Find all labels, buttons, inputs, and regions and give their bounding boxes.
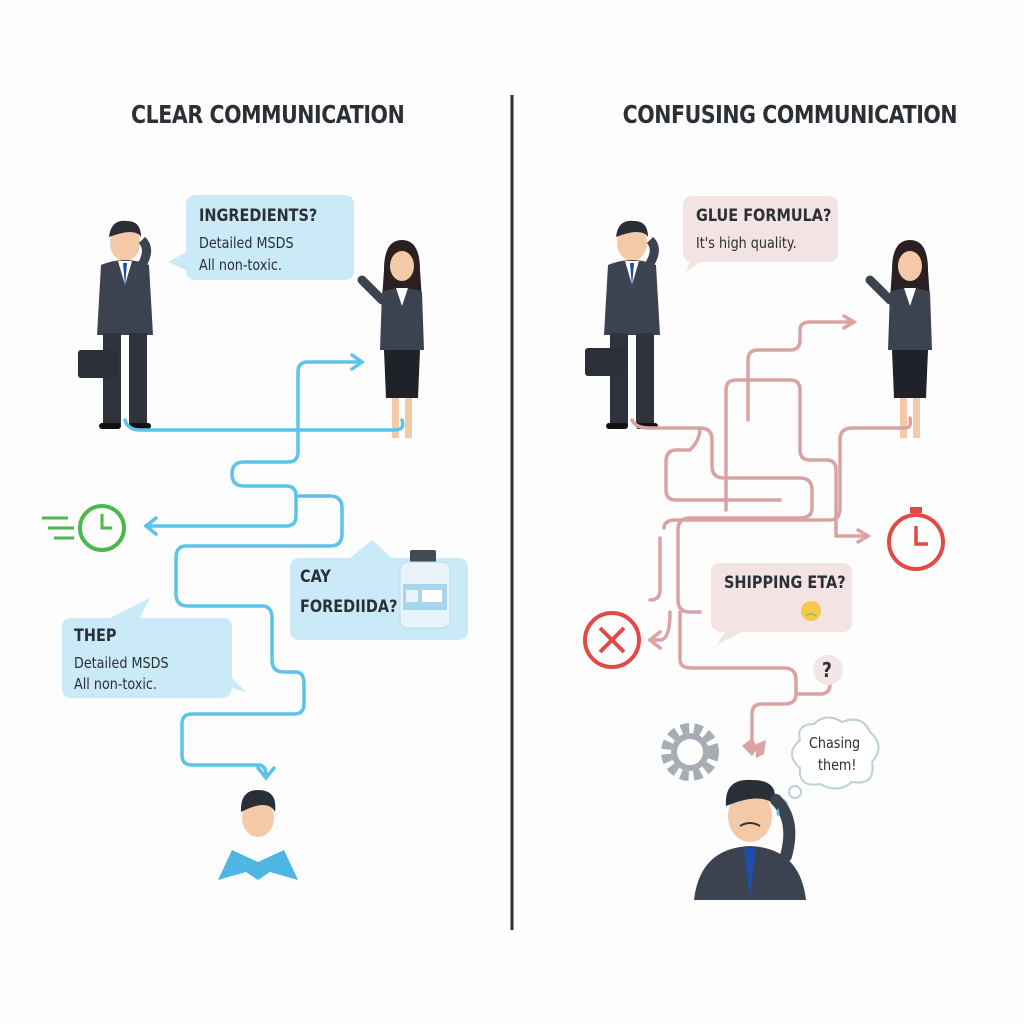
broken-heart-icon (742, 738, 766, 758)
right-businesswoman (870, 240, 932, 438)
green-clock-icon (42, 504, 126, 552)
right-bubble-top-line1: It's high quality. (696, 234, 797, 252)
stressed-businessman (694, 779, 806, 900)
left-businessman (78, 220, 153, 429)
thought-cloud-shape (778, 716, 880, 809)
left-bubble-bl-heading: THEP (74, 626, 117, 646)
left-bubble-top-line1: Detailed MSDS (199, 234, 294, 252)
thought-cloud-line1: Chasing (809, 734, 861, 752)
question-mark: ? (822, 658, 832, 682)
handshake-person (218, 790, 298, 880)
left-businesswoman (362, 240, 424, 438)
worried-face-icon (801, 601, 821, 621)
right-bubble-shipping-shape (711, 563, 852, 645)
left-bubble-top-shape (168, 195, 354, 280)
confusing-flow-path (630, 314, 913, 742)
clear-flow-path (123, 353, 405, 781)
red-stopwatch-icon (887, 507, 945, 571)
gear-icon (661, 723, 719, 781)
left-bubble-top-heading: INGREDIENTS? (199, 206, 318, 226)
right-title: CONFUSING COMMUNICATION (622, 100, 958, 129)
left-bubble-bottom-left-shape (62, 598, 246, 698)
thought-cloud-line2: them! (818, 756, 857, 774)
left-bubble-top-line2: All non-toxic. (199, 256, 282, 274)
shipping-bubble-heading: SHIPPING ETA? (724, 573, 846, 593)
right-bubble-top-shape (683, 196, 838, 272)
left-bubble-bl-line1: Detailed MSDS (74, 654, 169, 672)
question-bubble (813, 655, 843, 685)
left-title: CLEAR COMMUNICATION (131, 100, 405, 129)
right-bubble-top-heading: GLUE FORMULA? (696, 206, 832, 226)
right-businessman (585, 220, 660, 429)
left-bubble-bl-line2: All non-toxic. (74, 675, 157, 693)
left-bubble-br-line2: FOREDIIDA? (300, 597, 398, 617)
red-x-icon (583, 611, 641, 669)
left-bubble-br-line1: CAY (300, 567, 331, 587)
bottle-icon (399, 550, 451, 629)
